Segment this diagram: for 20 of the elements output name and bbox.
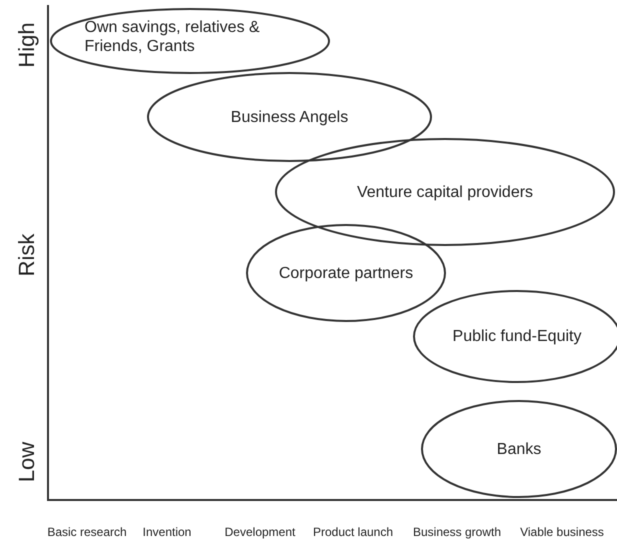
oval	[275, 138, 615, 246]
axis-title: Low	[14, 442, 40, 482]
node-label: Public fund-Equity	[452, 327, 582, 346]
axis-title: High	[14, 22, 40, 68]
axis-tick-label: Business growth	[412, 525, 502, 539]
node-label: Banks	[496, 440, 542, 458]
axis-tick-label: Development	[224, 525, 296, 539]
node-label: Business Angels	[230, 108, 348, 126]
node-label: Venture capital providers	[356, 182, 534, 202]
axis-tick-label: Basic research	[47, 525, 127, 539]
axis-tick-label: Viable business	[520, 525, 604, 539]
axis-title: Risk	[14, 234, 40, 276]
node-label: Corporate partners	[278, 264, 414, 282]
node-label: Own savings, relatives & Friends, Grants	[84, 18, 261, 56]
oval	[147, 72, 432, 162]
axis-tick-label: Product launch	[312, 525, 394, 539]
oval	[246, 224, 446, 322]
axis-tick-label: Invention	[142, 525, 192, 539]
oval	[50, 8, 330, 74]
oval	[421, 400, 617, 498]
